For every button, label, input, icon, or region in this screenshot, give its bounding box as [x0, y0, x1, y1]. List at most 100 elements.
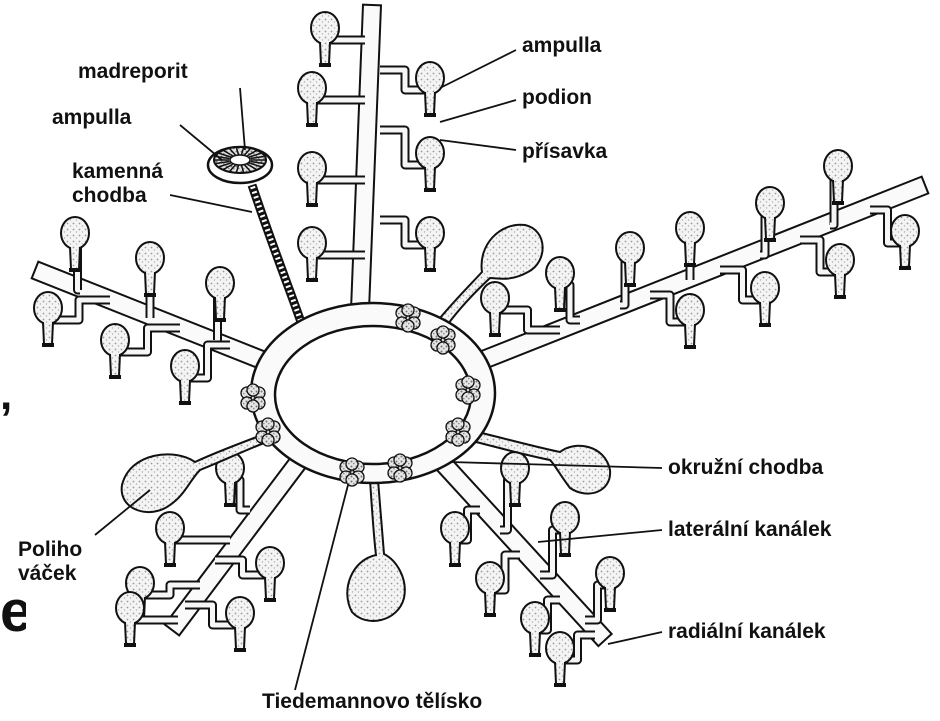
prisavka-tip — [554, 308, 566, 312]
podion-stem — [835, 274, 845, 296]
label-ampulla-left: ampulla — [52, 106, 131, 130]
ampulla-bulb — [206, 267, 234, 299]
prisavka-tip — [224, 503, 236, 507]
tube-foot — [380, 130, 444, 192]
prisavka-tip — [684, 345, 696, 349]
prisavka-tip — [529, 653, 541, 657]
prisavka-tip — [899, 266, 911, 270]
prisavka-tip — [306, 203, 318, 207]
tiedemannovo-telisko — [256, 418, 280, 446]
radial-canal-top — [351, 5, 381, 311]
ampulla-bulb — [136, 242, 164, 274]
poliho-vacek-bottom — [347, 480, 404, 621]
podion-stem — [530, 632, 540, 654]
prisavka-tip — [449, 563, 461, 567]
ampulla-bulb — [226, 597, 254, 629]
podion-stem — [265, 577, 275, 599]
tube-foot — [720, 270, 779, 327]
tube-foot — [380, 217, 444, 272]
ampulla-bulb — [756, 187, 784, 219]
leader-ampulla-left — [180, 125, 222, 160]
ampulla-bulb — [156, 512, 184, 544]
prisavka-tip — [764, 238, 776, 242]
prisavka-tip — [179, 401, 191, 405]
leader-kamenna-chodba — [170, 195, 252, 212]
ampulla-bulb — [546, 632, 574, 664]
prisavka-tip — [424, 188, 436, 192]
ampulla-bulb — [676, 294, 704, 326]
ampulla-bulb — [501, 452, 529, 484]
tube-foot — [380, 62, 444, 117]
leader-tiedemannovo-telisko — [295, 485, 348, 690]
prisavka-tip — [214, 318, 226, 322]
tube-foot — [476, 555, 520, 617]
prisavka-tip — [264, 598, 276, 602]
ampulla-bulb — [616, 232, 644, 264]
prisavka-tip — [489, 333, 501, 337]
ampulla-bulb — [441, 512, 469, 544]
prisavka-tip — [604, 608, 616, 612]
label-poliho-vacek: Poliho váček — [18, 538, 98, 586]
podion-stem — [307, 257, 317, 279]
podion-stem — [555, 287, 565, 309]
prisavka-tip — [144, 293, 156, 297]
prisavka-tip — [42, 343, 54, 347]
podion-stem — [685, 324, 695, 346]
prisavka-tip — [124, 643, 136, 647]
prisavka-tip — [424, 268, 436, 272]
tube-foot — [116, 592, 178, 647]
podion-stem — [425, 167, 435, 189]
ampulla-bulb — [101, 324, 129, 356]
podion-stem — [307, 182, 317, 204]
tube-foot — [650, 294, 704, 349]
ampulla-bulb — [416, 62, 444, 94]
label-kamenna-chodba: kamenná chodba — [72, 160, 182, 208]
podion-stem — [43, 322, 53, 344]
podion-stem — [490, 312, 500, 334]
podion-stem — [760, 302, 770, 324]
edge-fragment-letter-e: e — [0, 578, 26, 645]
tube-foot — [34, 292, 110, 347]
ampulla-bulb — [61, 217, 89, 249]
podion-stem — [215, 297, 225, 319]
ampulla-bulb — [298, 72, 326, 104]
ampulla-bulb — [824, 150, 852, 182]
ampulla-bulb — [116, 592, 144, 624]
prisavka-tip — [319, 63, 331, 67]
prisavka-tip — [559, 553, 571, 557]
prisavka-tip — [234, 648, 246, 652]
ampulla-bulb — [311, 12, 339, 44]
label-prisavka: přísavka — [522, 140, 607, 164]
prisavka-tip — [759, 323, 771, 327]
ampulla-bulb — [546, 257, 574, 289]
edge-fragment-comma: , — [0, 370, 12, 420]
tube-foot — [546, 632, 595, 687]
ampulla-bulb — [476, 562, 504, 594]
ampulla-bulb — [256, 547, 284, 579]
podion-stem — [833, 180, 843, 202]
ampulla-bulb — [416, 137, 444, 169]
label-radialni-kanalek: radiální kanálek — [668, 620, 826, 644]
ampulla-bulb — [551, 502, 579, 534]
ampulla-bulb — [416, 217, 444, 249]
leader-prisavka — [440, 140, 516, 150]
tube-foot — [101, 324, 180, 379]
podion-stem — [450, 542, 460, 564]
ampulla-bulb — [171, 350, 199, 382]
podion-stem — [225, 482, 235, 504]
prisavka-tip — [109, 375, 121, 379]
ampulla-bulb — [751, 272, 779, 304]
podion-stem — [180, 380, 190, 402]
ampulla-bulb — [298, 152, 326, 184]
podion-stem — [485, 592, 495, 614]
prisavka-tip — [306, 278, 318, 282]
leader-podion — [440, 100, 516, 122]
label-ampulla-right: ampulla — [522, 34, 601, 58]
prisavka-tip — [624, 283, 636, 287]
radial-canal-right — [475, 177, 929, 371]
ampulla-bulb — [596, 557, 624, 589]
podion-stem — [625, 262, 635, 284]
prisavka-tip — [164, 563, 176, 567]
ampulla-bulb — [481, 282, 509, 314]
